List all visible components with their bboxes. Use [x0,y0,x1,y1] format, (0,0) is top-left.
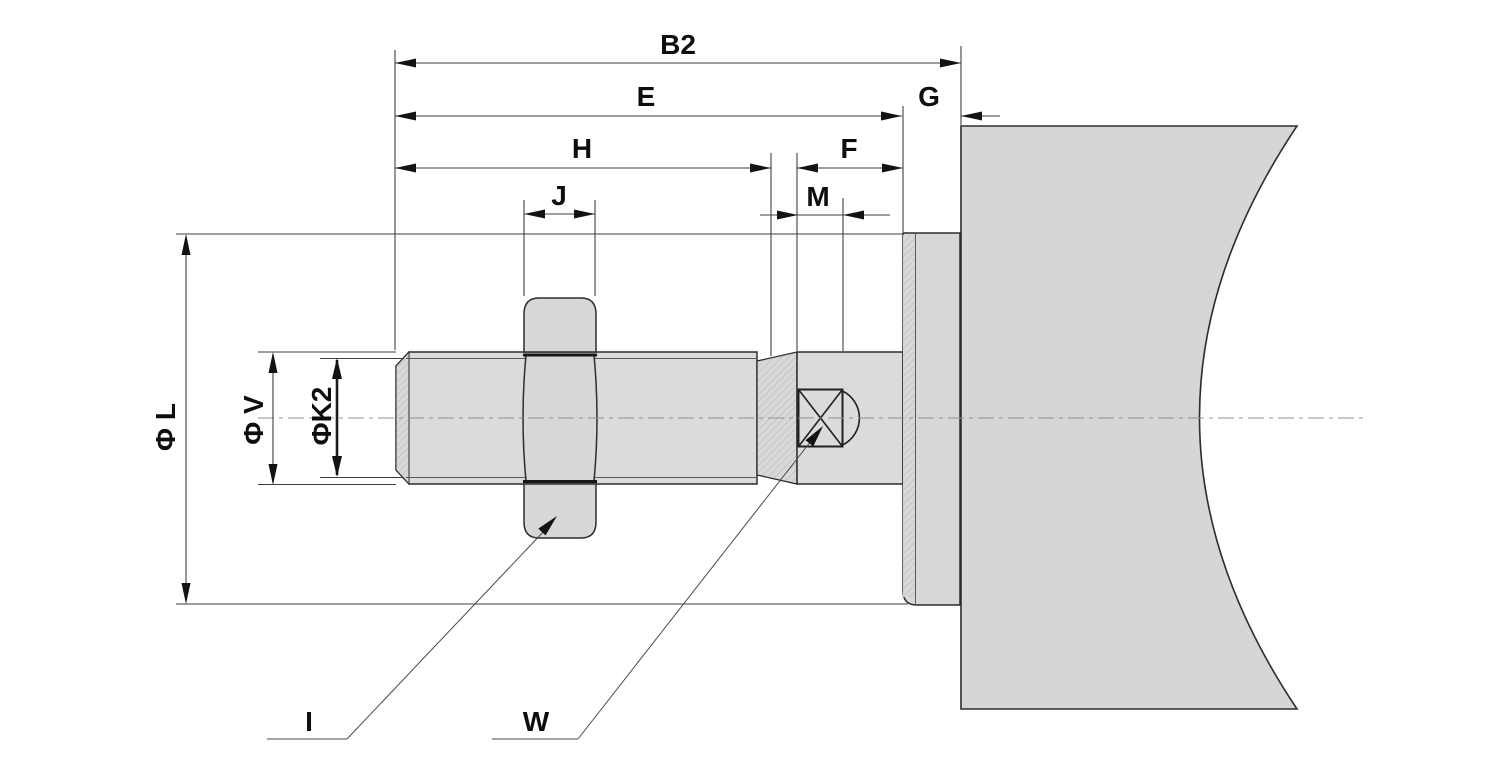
dim-f-arrow-right [882,163,903,173]
dim-f-arrow-left [797,163,818,173]
dimension-label-g: G [918,81,940,112]
dim-m-arrow-right [843,210,864,220]
dimension-label-j: J [551,180,567,211]
dim-b2-arrow-left [395,58,416,68]
flange-hatch-strip [903,235,915,597]
dim-e-arrow-left [395,111,416,121]
flange [902,232,961,606]
leader-w-line [577,440,812,740]
dim-m-arrow-left [777,210,798,220]
hex-nut-lower-face [523,483,597,539]
dim-g-arrow [961,111,982,121]
dim-v-arrow-top [268,352,278,373]
dimension-label-phi-v: Φ V [238,395,269,445]
dimension-lines [181,58,1000,604]
dim-j-arrow-left [524,209,545,219]
leader-i-line [346,529,546,740]
dim-v-arrow-bottom [268,464,278,485]
dimension-label-h: H [572,133,592,164]
leader-w-arrowhead [805,426,823,447]
dim-h-arrow-right [750,163,771,173]
dimension-label-phi-l: Φ L [150,403,181,451]
dimension-label-m: M [806,181,829,212]
leader-callouts [267,426,823,740]
dimension-label-f: F [840,133,857,164]
dim-e-arrow-right [881,111,902,121]
extension-lines [176,46,962,605]
dimension-label-phi-k2: ΦK2 [306,387,337,446]
dimension-labels: B2 E G H F J M Φ L Φ V ΦK2 I W [150,29,940,737]
dim-l-arrow-top [181,234,191,255]
dim-b2-arrow-right [940,58,961,68]
callout-label-w: W [523,706,550,737]
hex-nut-upper-face [523,297,597,353]
dim-h-arrow-left [395,163,416,173]
leader-i-arrowhead [538,516,557,536]
dimension-label-e: E [637,81,656,112]
dim-k2-arrow-top [332,358,342,379]
dim-j-arrow-right [574,209,595,219]
dim-k2-arrow-bottom [332,456,342,477]
part-geometry [258,125,1366,710]
callout-label-i: I [305,706,313,737]
dim-l-arrow-bottom [181,583,191,604]
dimension-label-b2: B2 [660,29,696,60]
